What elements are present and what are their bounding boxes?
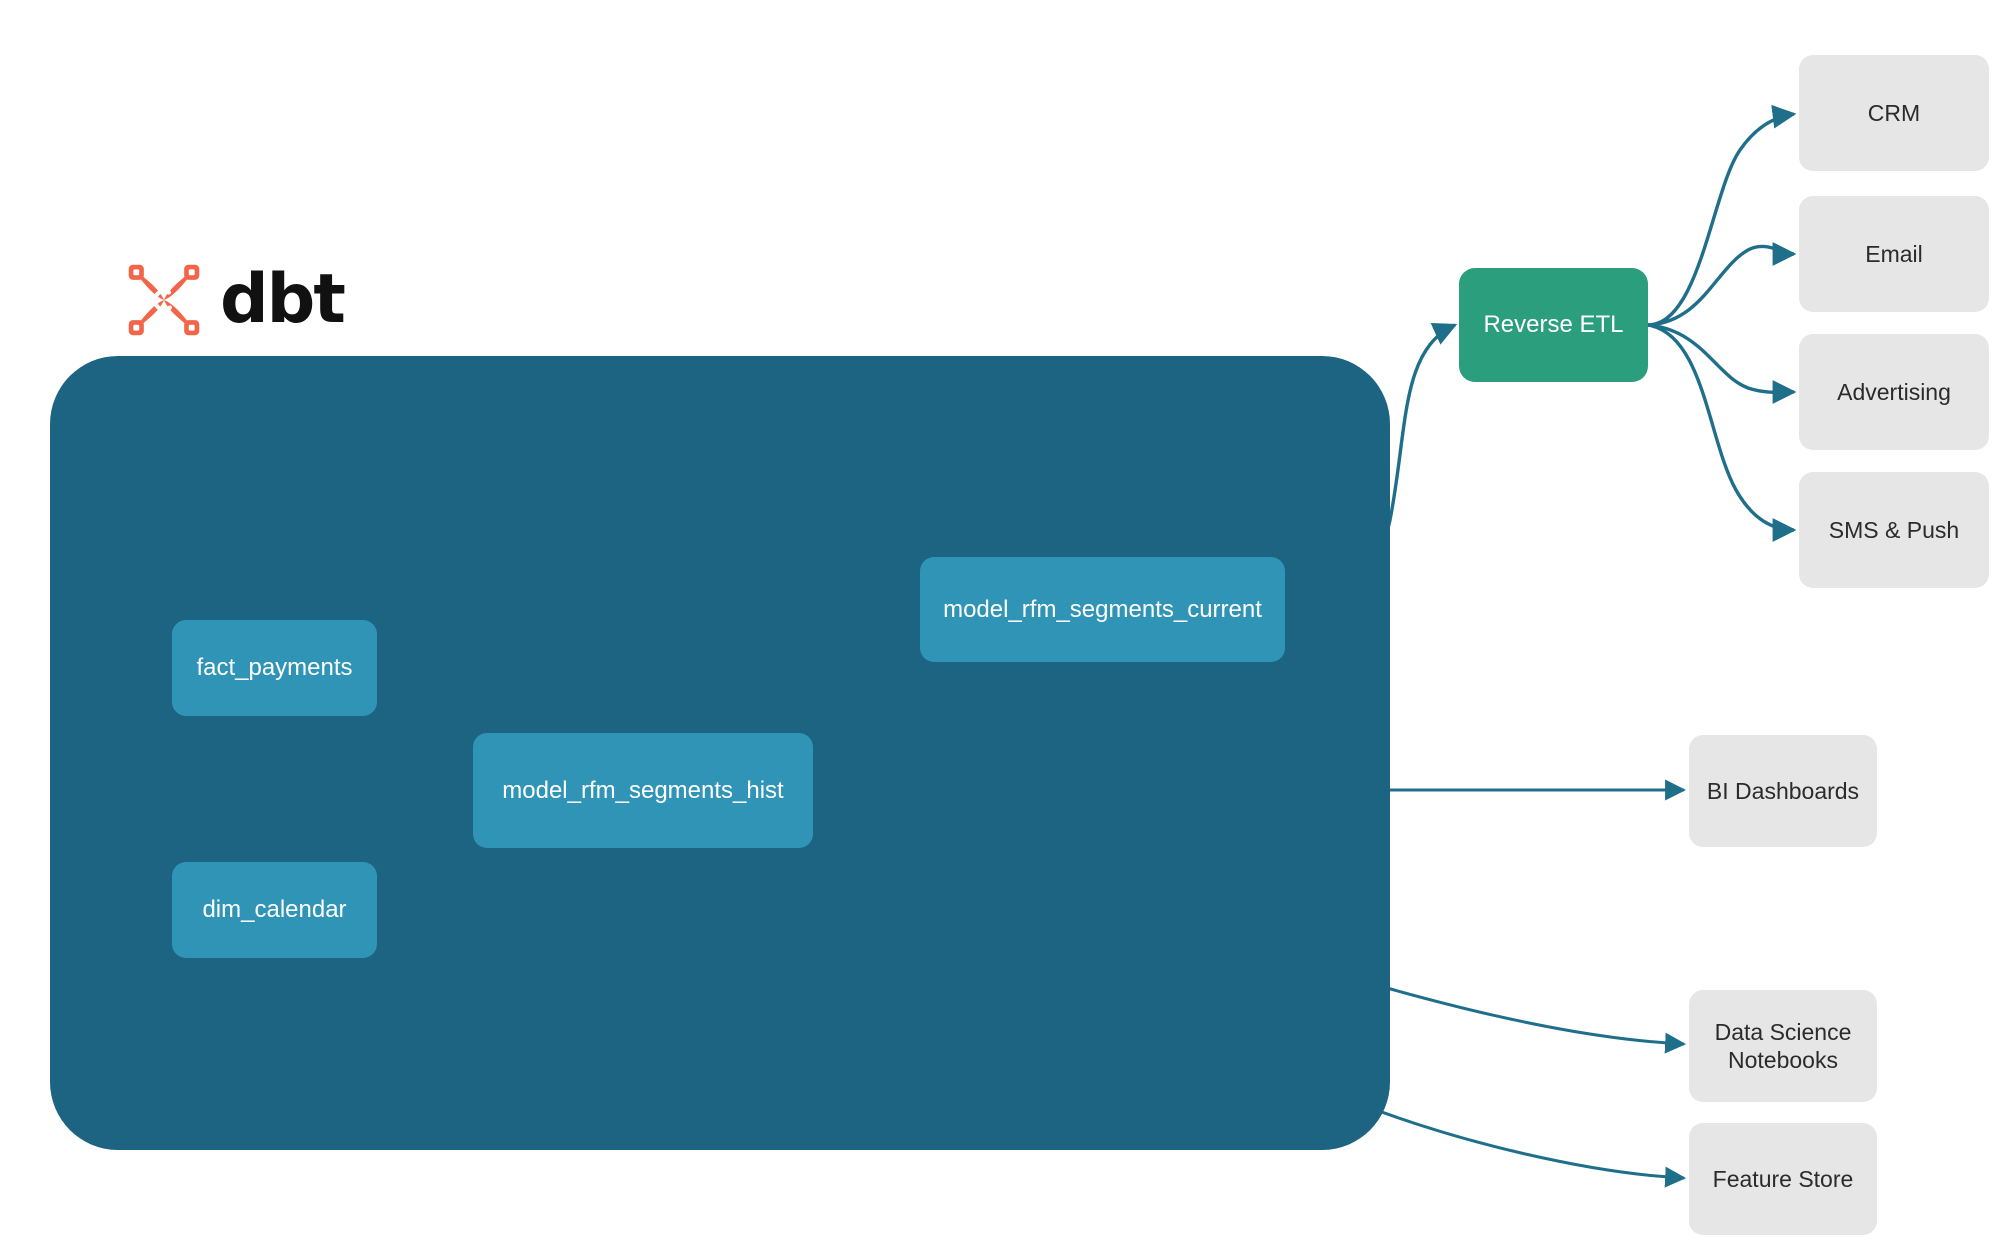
node-model-rfm-segments-current-label: model_rfm_segments_current	[943, 595, 1262, 623]
node-data-science-notebooks[interactable]: Data Science Notebooks	[1689, 990, 1877, 1102]
dbt-wordmark: dbt	[220, 260, 346, 339]
node-reverse-etl[interactable]: Reverse ETL	[1459, 268, 1648, 382]
node-model-rfm-segments-current[interactable]: model_rfm_segments_current	[920, 557, 1285, 662]
dbt-logo-icon	[128, 264, 200, 336]
edge-reverse-etl-to-advertising	[1647, 323, 1797, 404]
node-feature-store-label: Feature Store	[1712, 1165, 1854, 1192]
node-email[interactable]: Email	[1799, 196, 1989, 312]
node-advertising-label: Advertising	[1837, 378, 1951, 405]
edge-reverse-etl-to-email	[1647, 242, 1797, 327]
node-crm-label: CRM	[1867, 99, 1921, 126]
node-sms-push-label: SMS & Push	[1828, 516, 1960, 543]
edge-reverse-etl-to-crm	[1647, 104, 1797, 327]
node-email-label: Email	[1865, 240, 1923, 267]
node-data-science-notebooks-label: Data Science Notebooks	[1714, 1018, 1852, 1073]
node-advertising[interactable]: Advertising	[1799, 334, 1989, 450]
node-sms-push[interactable]: SMS & Push	[1799, 472, 1989, 588]
edge-reverse-etl-to-sms-push	[1647, 323, 1797, 542]
node-bi-dashboards-label: BI Dashboards	[1706, 777, 1860, 804]
node-crm[interactable]: CRM	[1799, 55, 1989, 171]
node-feature-store[interactable]: Feature Store	[1689, 1123, 1877, 1235]
node-model-rfm-segments-hist[interactable]: model_rfm_segments_hist	[473, 733, 813, 848]
dbt-brand: dbt	[122, 258, 346, 342]
node-model-rfm-segments-hist-label: model_rfm_segments_hist	[502, 776, 784, 804]
node-dim-calendar[interactable]: dim_calendar	[172, 862, 377, 958]
node-fact-payments-label: fact_payments	[196, 654, 353, 682]
node-reverse-etl-label: Reverse ETL	[1483, 311, 1624, 339]
node-dim-calendar-label: dim_calendar	[202, 896, 347, 924]
node-bi-dashboards[interactable]: BI Dashboards	[1689, 735, 1877, 847]
node-fact-payments[interactable]: fact_payments	[172, 620, 377, 716]
